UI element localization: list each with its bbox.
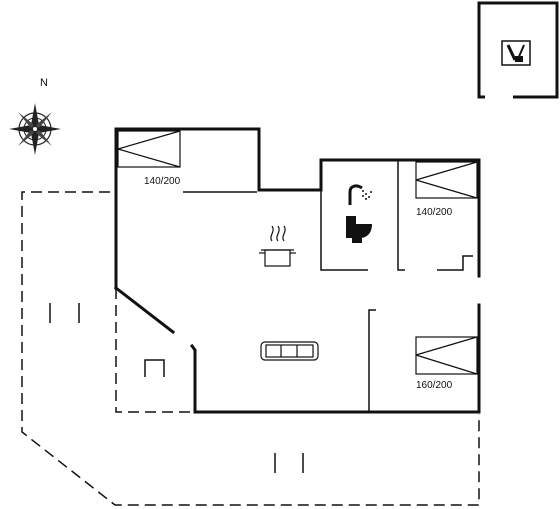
bed-label-bedroom-1: 140/200 (144, 176, 181, 187)
compass-rose-icon (9, 103, 61, 155)
bed-bedroom-2 (415, 161, 478, 199)
north-label: N (40, 77, 48, 89)
interior-walls (183, 160, 473, 412)
cooking-pot-icon (259, 225, 296, 267)
bed-label-bedroom-3: 160/200 (416, 380, 453, 391)
bed-label-bedroom-2: 140/200 (416, 207, 453, 218)
compass: N (9, 77, 61, 155)
tools-icon (501, 40, 531, 66)
terrace (21, 191, 480, 506)
annex-building (477, 1, 559, 99)
terrace-furniture (49, 303, 304, 473)
bed-bedroom-1 (117, 130, 181, 168)
shower-icon (348, 184, 372, 205)
walls (113, 127, 481, 414)
toilet-icon (346, 216, 372, 243)
sofa-icon (260, 341, 319, 361)
bed-bedroom-3 (415, 336, 478, 375)
